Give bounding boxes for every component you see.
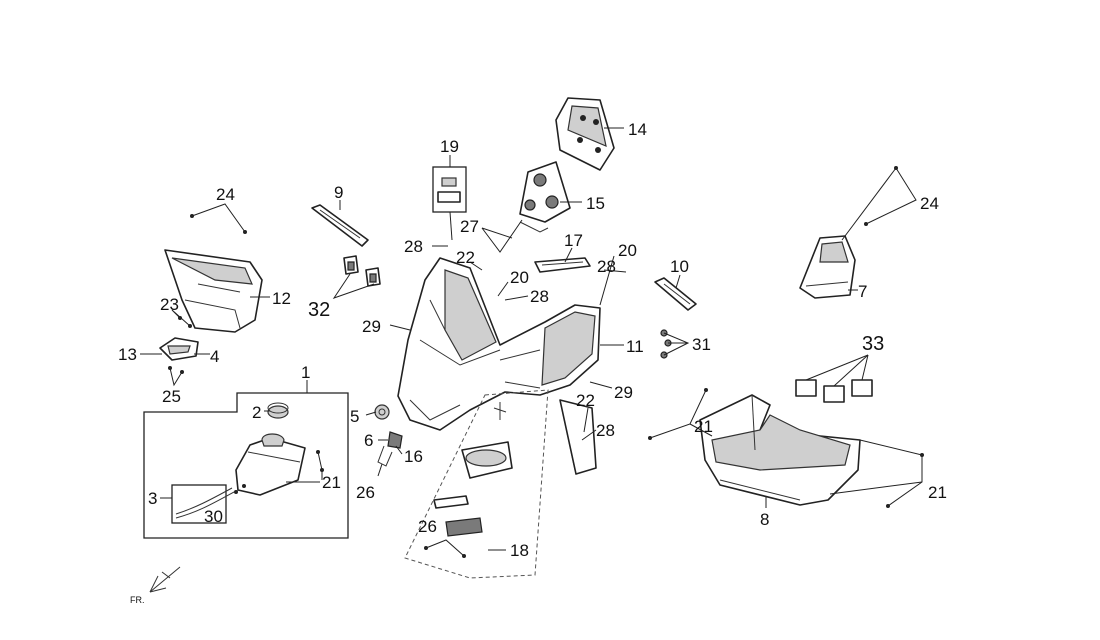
callout-labels: 1 2 3 4 5 6 7 8 9 10 11 12 13 14 15 16 1…: [118, 120, 947, 560]
part-4-bracket: [159, 337, 199, 361]
part-18-glove-box: [404, 389, 549, 579]
part-8-floor-panel: [699, 394, 861, 506]
part-32-clips: [343, 255, 381, 287]
callout-13: 13: [118, 345, 137, 364]
callout-22-a: 22: [456, 248, 475, 267]
callout-18: 18: [510, 541, 529, 560]
callout-26-a: 26: [356, 483, 375, 502]
callout-3: 3: [148, 489, 157, 508]
callout-7: 7: [858, 282, 867, 301]
callout-29-a: 29: [362, 317, 381, 336]
callout-16: 16: [404, 447, 423, 466]
part-11-leg-shield: [397, 257, 601, 475]
part-33-labels: [795, 379, 873, 403]
callout-5: 5: [350, 407, 359, 426]
callout-25: 25: [162, 387, 181, 406]
callout-24-a: 24: [216, 185, 235, 204]
callout-15: 15: [586, 194, 605, 213]
callout-17: 17: [564, 231, 583, 250]
callout-4: 4: [210, 347, 219, 366]
callout-32: 32: [308, 299, 330, 321]
callout-31: 31: [692, 335, 711, 354]
part-15-hinge-plate: [519, 161, 571, 233]
callout-12: 12: [272, 289, 291, 308]
callout-29-b: 29: [614, 383, 633, 402]
callout-30: 30: [204, 507, 223, 526]
part-7-right-cover: [799, 235, 856, 299]
callout-28-b: 28: [530, 287, 549, 306]
callout-2: 2: [252, 403, 261, 422]
callout-21-a: 21: [322, 473, 341, 492]
fr-label: FR.: [130, 595, 145, 605]
callout-24-b: 24: [920, 194, 939, 213]
part-19-lock-detail: [432, 166, 467, 213]
part-17-grille: [534, 257, 591, 273]
callout-33: 33: [862, 333, 884, 355]
callout-9: 9: [334, 183, 343, 202]
part-1-tank-assembly: [143, 392, 349, 539]
callout-28-a: 28: [404, 237, 423, 256]
callout-20-a: 20: [510, 268, 529, 287]
leader-lines: [140, 127, 924, 557]
callout-14: 14: [628, 120, 647, 139]
direction-arrow-fr: FR.: [130, 566, 181, 605]
callout-6: 6: [364, 431, 373, 450]
callout-28-d: 28: [596, 421, 615, 440]
callout-20-b: 20: [618, 241, 637, 260]
callout-19: 19: [440, 137, 459, 156]
callout-27: 27: [460, 217, 479, 236]
callout-11: 11: [626, 337, 644, 356]
callout-1: 1: [301, 363, 310, 382]
part-10-trim: [654, 277, 697, 311]
callout-21-b: 21: [694, 417, 713, 436]
part-14-upper-box: [555, 97, 615, 171]
callout-28-c: 28: [597, 257, 616, 276]
part-12-left-cover: [164, 249, 263, 333]
callout-8: 8: [760, 510, 769, 529]
callout-23: 23: [160, 295, 179, 314]
callout-26-b: 26: [418, 517, 437, 536]
part-9-trim: [311, 204, 369, 247]
callout-10: 10: [670, 257, 689, 276]
callout-21-c: 21: [928, 483, 947, 502]
part-5-6-switch: [374, 404, 403, 467]
callout-22-b: 22: [576, 391, 595, 410]
